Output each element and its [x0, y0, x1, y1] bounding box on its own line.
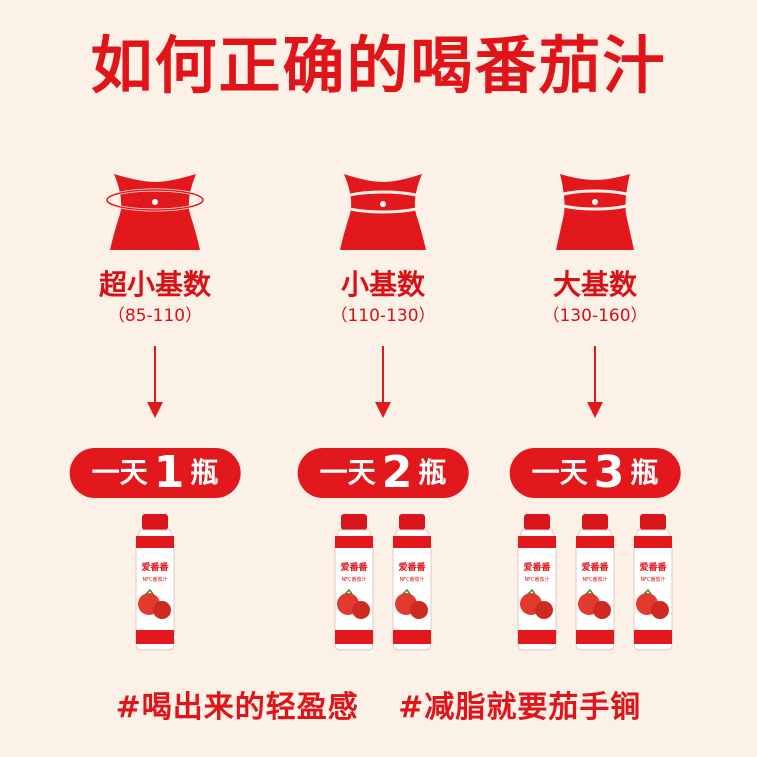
badge-suffix: 瓶: [630, 456, 659, 489]
badge-number: 3: [593, 447, 625, 498]
column-small: 小基数 （110-130） 一天 2 瓶 爱番番 NFC番茄汁 爱番番 NFC番…: [268, 160, 498, 660]
column-extra-small: 超小基数 （85-110） 一天 1 瓶 爱番番 NFC番茄汁: [40, 160, 270, 660]
juice-bottle-image: 爱番番 NFC番茄汁: [392, 514, 432, 651]
svg-text:NFC番茄汁: NFC番茄汁: [524, 576, 549, 583]
svg-text:NFC番茄汁: NFC番茄汁: [582, 576, 607, 583]
column-large: 大基数 （130-160） 一天 3 瓶 爱番番 NFC番茄汁 爱番番 NFC番…: [480, 160, 710, 660]
page-title: 如何正确的喝番茄汁: [90, 29, 667, 102]
badge-prefix: 一天: [91, 456, 148, 489]
range-label: （130-160）: [542, 306, 648, 326]
badge-prefix: 一天: [319, 456, 376, 489]
svg-text:爱番番: 爱番番: [340, 561, 368, 573]
daily-dose-badge: 一天 3 瓶: [509, 447, 681, 498]
bottle-group: 爱番番 NFC番茄汁 爱番番 NFC番茄汁: [268, 514, 498, 652]
juice-bottle-image: 爱番番 NFC番茄汁: [575, 514, 615, 651]
svg-text:爱番番: 爱番番: [141, 561, 169, 573]
range-label: （110-130）: [330, 306, 436, 326]
waist-icon: [551, 174, 639, 250]
juice-bottle-image: 爱番番 NFC番茄汁: [135, 514, 175, 651]
hashtag-1: #喝出来的轻盈感: [115, 690, 359, 725]
category-label: 超小基数: [98, 268, 211, 301]
down-arrow-icon: [375, 346, 391, 418]
svg-text:爱番番: 爱番番: [581, 561, 609, 573]
badge-suffix: 瓶: [190, 456, 219, 489]
down-arrow-icon: [587, 346, 603, 418]
svg-text:NFC番茄汁: NFC番茄汁: [399, 576, 424, 583]
juice-bottle-image: 爱番番 NFC番茄汁: [517, 514, 557, 651]
badge-suffix: 瓶: [418, 456, 447, 489]
range-label: （85-110）: [107, 306, 203, 326]
badge-number: 1: [153, 447, 185, 498]
badge-prefix: 一天: [531, 456, 588, 489]
juice-bottle-image: 爱番番 NFC番茄汁: [334, 514, 374, 651]
category-label: 小基数: [340, 268, 425, 301]
bottle-group: 爱番番 NFC番茄汁: [40, 514, 270, 652]
category-label: 大基数: [552, 268, 637, 301]
svg-text:NFC番茄汁: NFC番茄汁: [640, 576, 665, 583]
svg-text:NFC番茄汁: NFC番茄汁: [142, 576, 167, 583]
waist-icon: [105, 174, 205, 250]
hashtag-row: #喝出来的轻盈感 #减脂就要茄手锏: [0, 682, 757, 726]
waist-icon: [335, 174, 431, 250]
hashtag-2: #减脂就要茄手锏: [398, 690, 642, 725]
bottle-group: 爱番番 NFC番茄汁 爱番番 NFC番茄汁 爱番番 NFC番茄汁: [480, 514, 710, 652]
juice-bottle-image: 爱番番 NFC番茄汁: [633, 514, 673, 651]
svg-text:爱番番: 爱番番: [523, 561, 551, 573]
daily-dose-badge: 一天 1 瓶: [69, 447, 241, 498]
svg-text:爱番番: 爱番番: [639, 561, 667, 573]
svg-text:爱番番: 爱番番: [398, 561, 426, 573]
badge-number: 2: [381, 447, 413, 498]
daily-dose-badge: 一天 2 瓶: [297, 447, 469, 498]
svg-text:NFC番茄汁: NFC番茄汁: [341, 576, 366, 583]
down-arrow-icon: [147, 346, 163, 418]
